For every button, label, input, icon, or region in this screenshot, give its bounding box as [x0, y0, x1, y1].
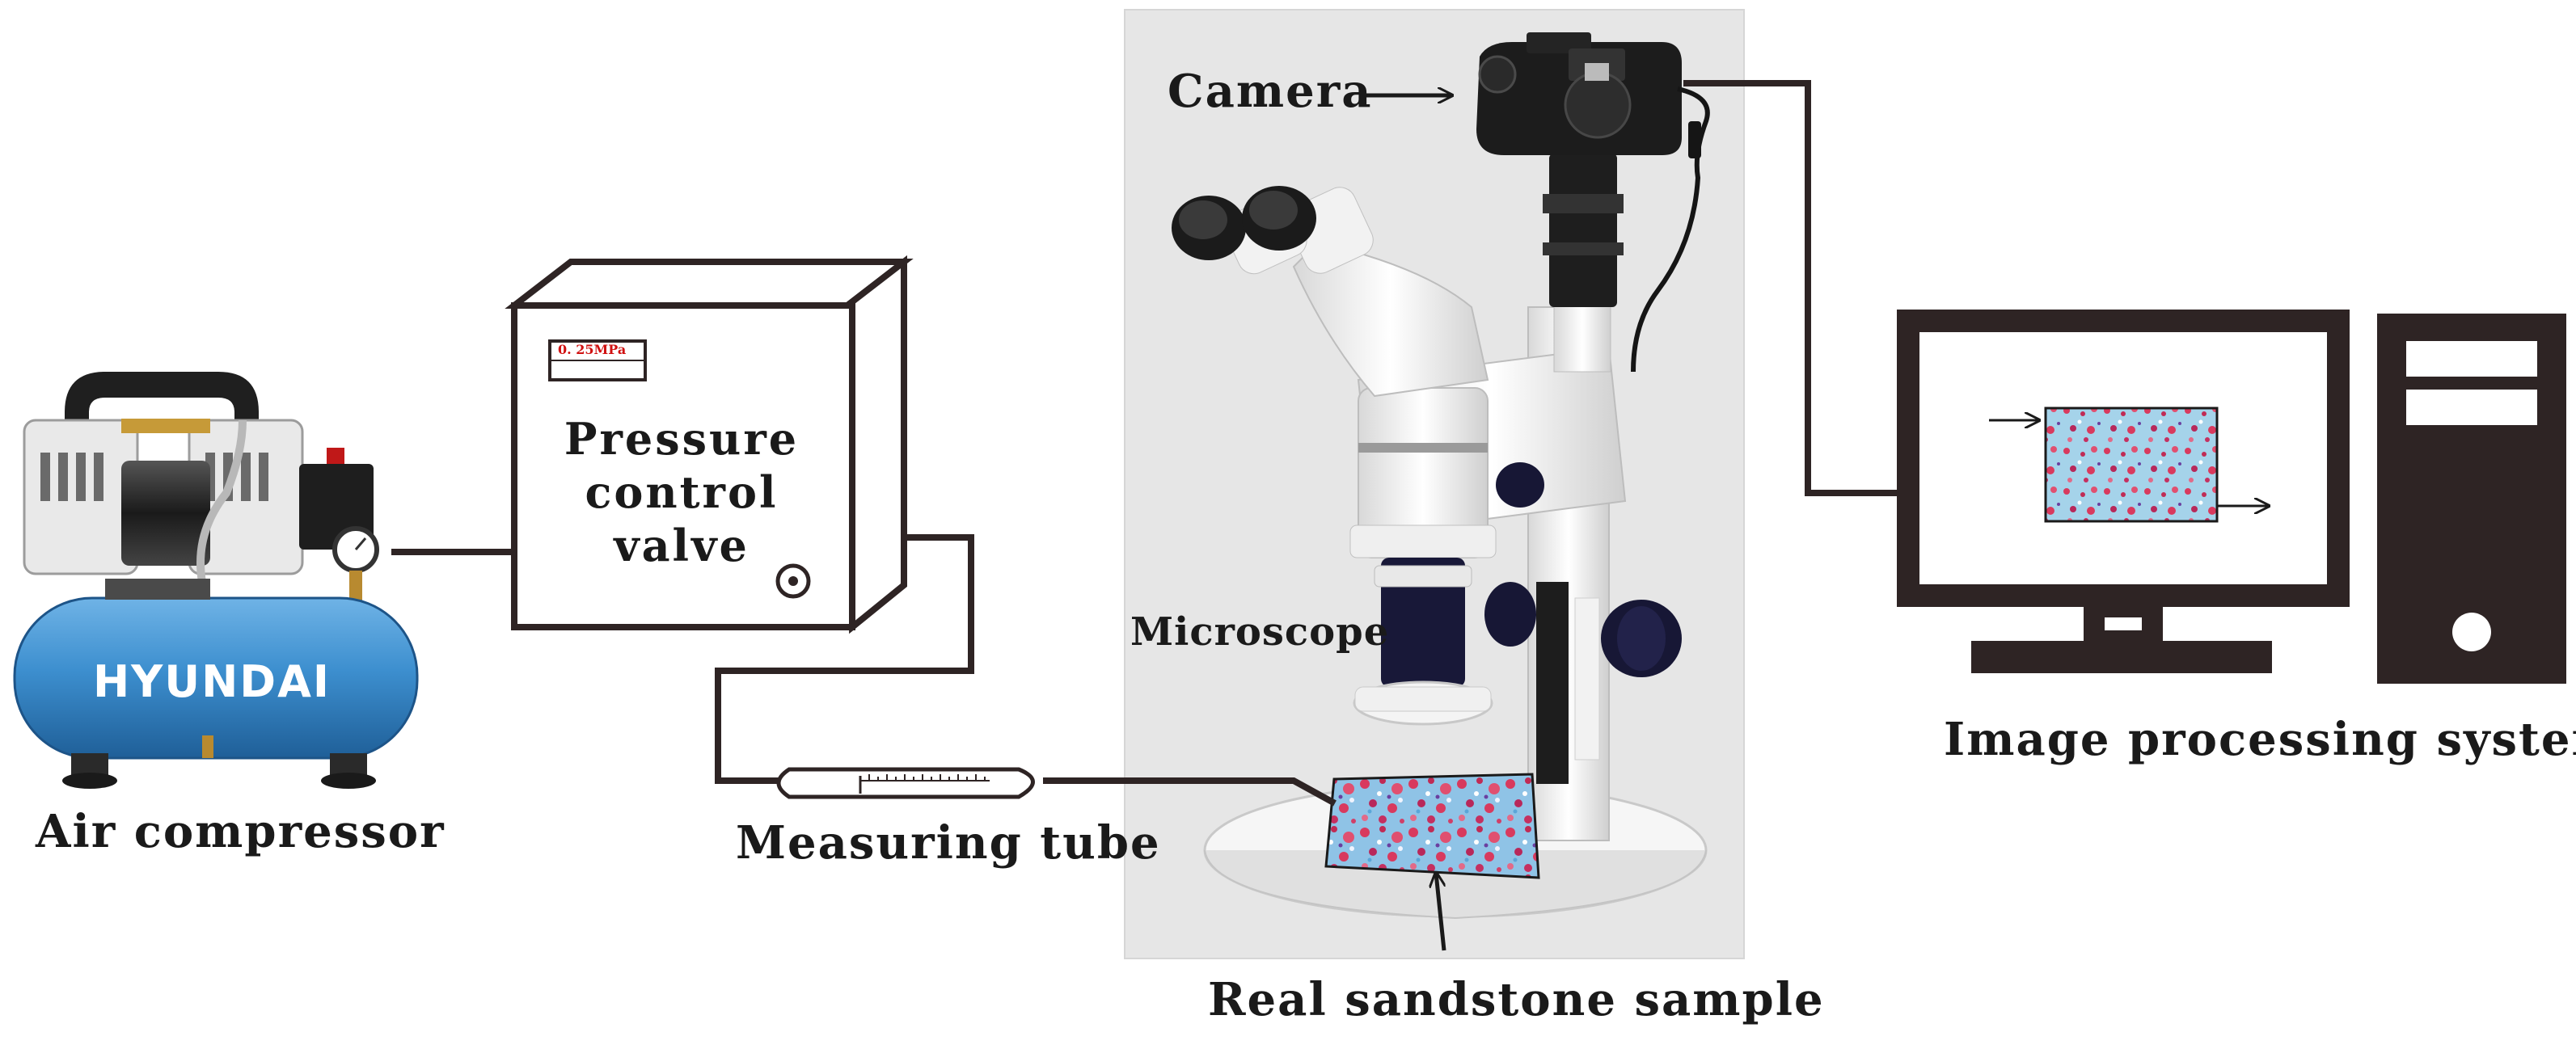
compressor-brand: HYUNDAI	[93, 656, 331, 707]
pressure-control-valve	[505, 255, 914, 634]
pressure-reading: 0. 25MPa	[558, 342, 626, 357]
pressure-valve-label-line3: valve	[613, 520, 750, 571]
connection-lines	[391, 80, 1908, 807]
pressure-valve-label-line1: Pressure	[564, 413, 799, 465]
camera-label: Camera	[1168, 65, 1373, 118]
microscope-photo	[1124, 9, 1745, 959]
camera-icon	[1476, 32, 1710, 373]
measuring-tube-label: Measuring tube	[736, 816, 1161, 870]
image-processing-system	[1897, 310, 2566, 684]
measuring-tube	[776, 767, 1035, 799]
air-compressor-label: Air compressor	[36, 805, 446, 858]
sample-arrow	[1436, 873, 1446, 951]
sample-label: Real sandstone sample	[1208, 973, 1825, 1026]
monitor-sample-image	[2044, 407, 2219, 523]
microscope-label: Microscope	[1130, 609, 1390, 655]
air-compressor-icon	[13, 372, 419, 789]
sandstone-sample	[1324, 773, 1540, 879]
tower-icon	[2377, 314, 2566, 684]
image-system-label: Image processing system	[1944, 713, 2576, 766]
pressure-valve-label-line2: control	[585, 466, 778, 518]
